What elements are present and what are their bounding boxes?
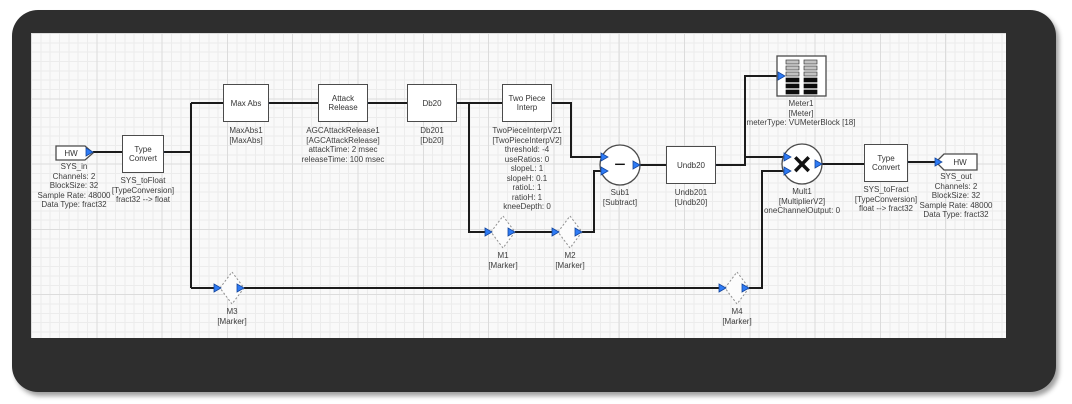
- pin-sub-in2: [600, 166, 609, 176]
- subtract-glyph: −: [614, 154, 626, 176]
- caption-m2: M2[Marker]: [555, 251, 585, 270]
- caption-sub: Sub1[Subtract]: [602, 188, 638, 207]
- wire-branch-meter[interactable]: [744, 75, 779, 157]
- hw-out-label: HW: [953, 158, 967, 167]
- pin-m1-in: [484, 227, 493, 237]
- caption-mult: Mult1[MultiplierV2]oneChannelOutput: 0: [763, 187, 841, 215]
- wire-undb20-mult[interactable]: [716, 156, 785, 166]
- pin-sysin-out: [85, 147, 94, 157]
- caption-maxabs: MaxAbs1[MaxAbs]: [229, 126, 263, 145]
- multiplier-glyph: ×: [793, 146, 812, 182]
- hw-input-block[interactable]: HW: [55, 145, 94, 161]
- wire-m4-mult[interactable]: [749, 170, 785, 289]
- block-sys-tofloat[interactable]: Type Convert: [122, 135, 164, 173]
- pin-m1-out: [507, 227, 516, 237]
- hw-output-block[interactable]: HW: [935, 153, 978, 171]
- block-two-piece-interp[interactable]: Two Piece Interp: [502, 84, 552, 122]
- pin-sub-out: [632, 160, 641, 170]
- caption-db20: Db201[Db20]: [420, 126, 444, 145]
- pin-mult-in2: [783, 166, 792, 176]
- wire-m2-sub[interactable]: [582, 170, 602, 233]
- pin-m2-in: [551, 227, 560, 237]
- caption-m4: M4[Marker]: [722, 307, 752, 326]
- wire-branch-m1[interactable]: [468, 103, 486, 233]
- block-attack-release[interactable]: Attack Release: [318, 84, 368, 122]
- meter-block[interactable]: [776, 55, 827, 97]
- wire-twopiece-sub[interactable]: [552, 102, 602, 158]
- block-sys-tofract[interactable]: Type Convert: [864, 144, 908, 182]
- caption-two-piece-interp: TwoPieceInterpV21[TwoPieceInterpV2]thres…: [492, 126, 562, 211]
- pin-meter-in: [777, 71, 786, 81]
- pin-sub-in1: [600, 152, 609, 162]
- hw-in-label: HW: [64, 149, 78, 158]
- caption-sys-tofract: SYS_toFract[TypeConversion]float --> fra…: [854, 185, 918, 213]
- caption-meter: Meter1[Meter]meterType: VUMeterBlock [18…: [746, 99, 856, 127]
- caption-undb20: Undb201[Undb20]: [674, 188, 708, 207]
- block-db20[interactable]: Db20: [407, 84, 457, 122]
- pin-m4-in: [718, 283, 727, 293]
- caption-sys-tofloat: SYS_toFloat[TypeConversion]fract32 --> f…: [111, 176, 175, 204]
- pin-m2-out: [574, 227, 583, 237]
- multiplier-block[interactable]: ×: [781, 143, 823, 185]
- pin-m3-in: [213, 283, 222, 293]
- pin-mult-out: [814, 159, 823, 169]
- caption-m3: M3[Marker]: [217, 307, 247, 326]
- pin-m3-out: [236, 283, 245, 293]
- vu-meter-icon: [785, 59, 818, 95]
- caption-m1: M1[Marker]: [488, 251, 518, 270]
- block-maxabs[interactable]: Max Abs: [223, 84, 269, 122]
- pin-mult-in1: [783, 152, 792, 162]
- block-undb20[interactable]: Undb20: [666, 146, 716, 184]
- schematic-canvas[interactable]: [31, 33, 1006, 338]
- pin-m4-out: [741, 283, 750, 293]
- wires[interactable]: [93, 75, 936, 289]
- pin-sysout-in: [934, 157, 943, 167]
- caption-attack-release: AGCAttackRelease1[AGCAttackRelease]attac…: [301, 126, 385, 164]
